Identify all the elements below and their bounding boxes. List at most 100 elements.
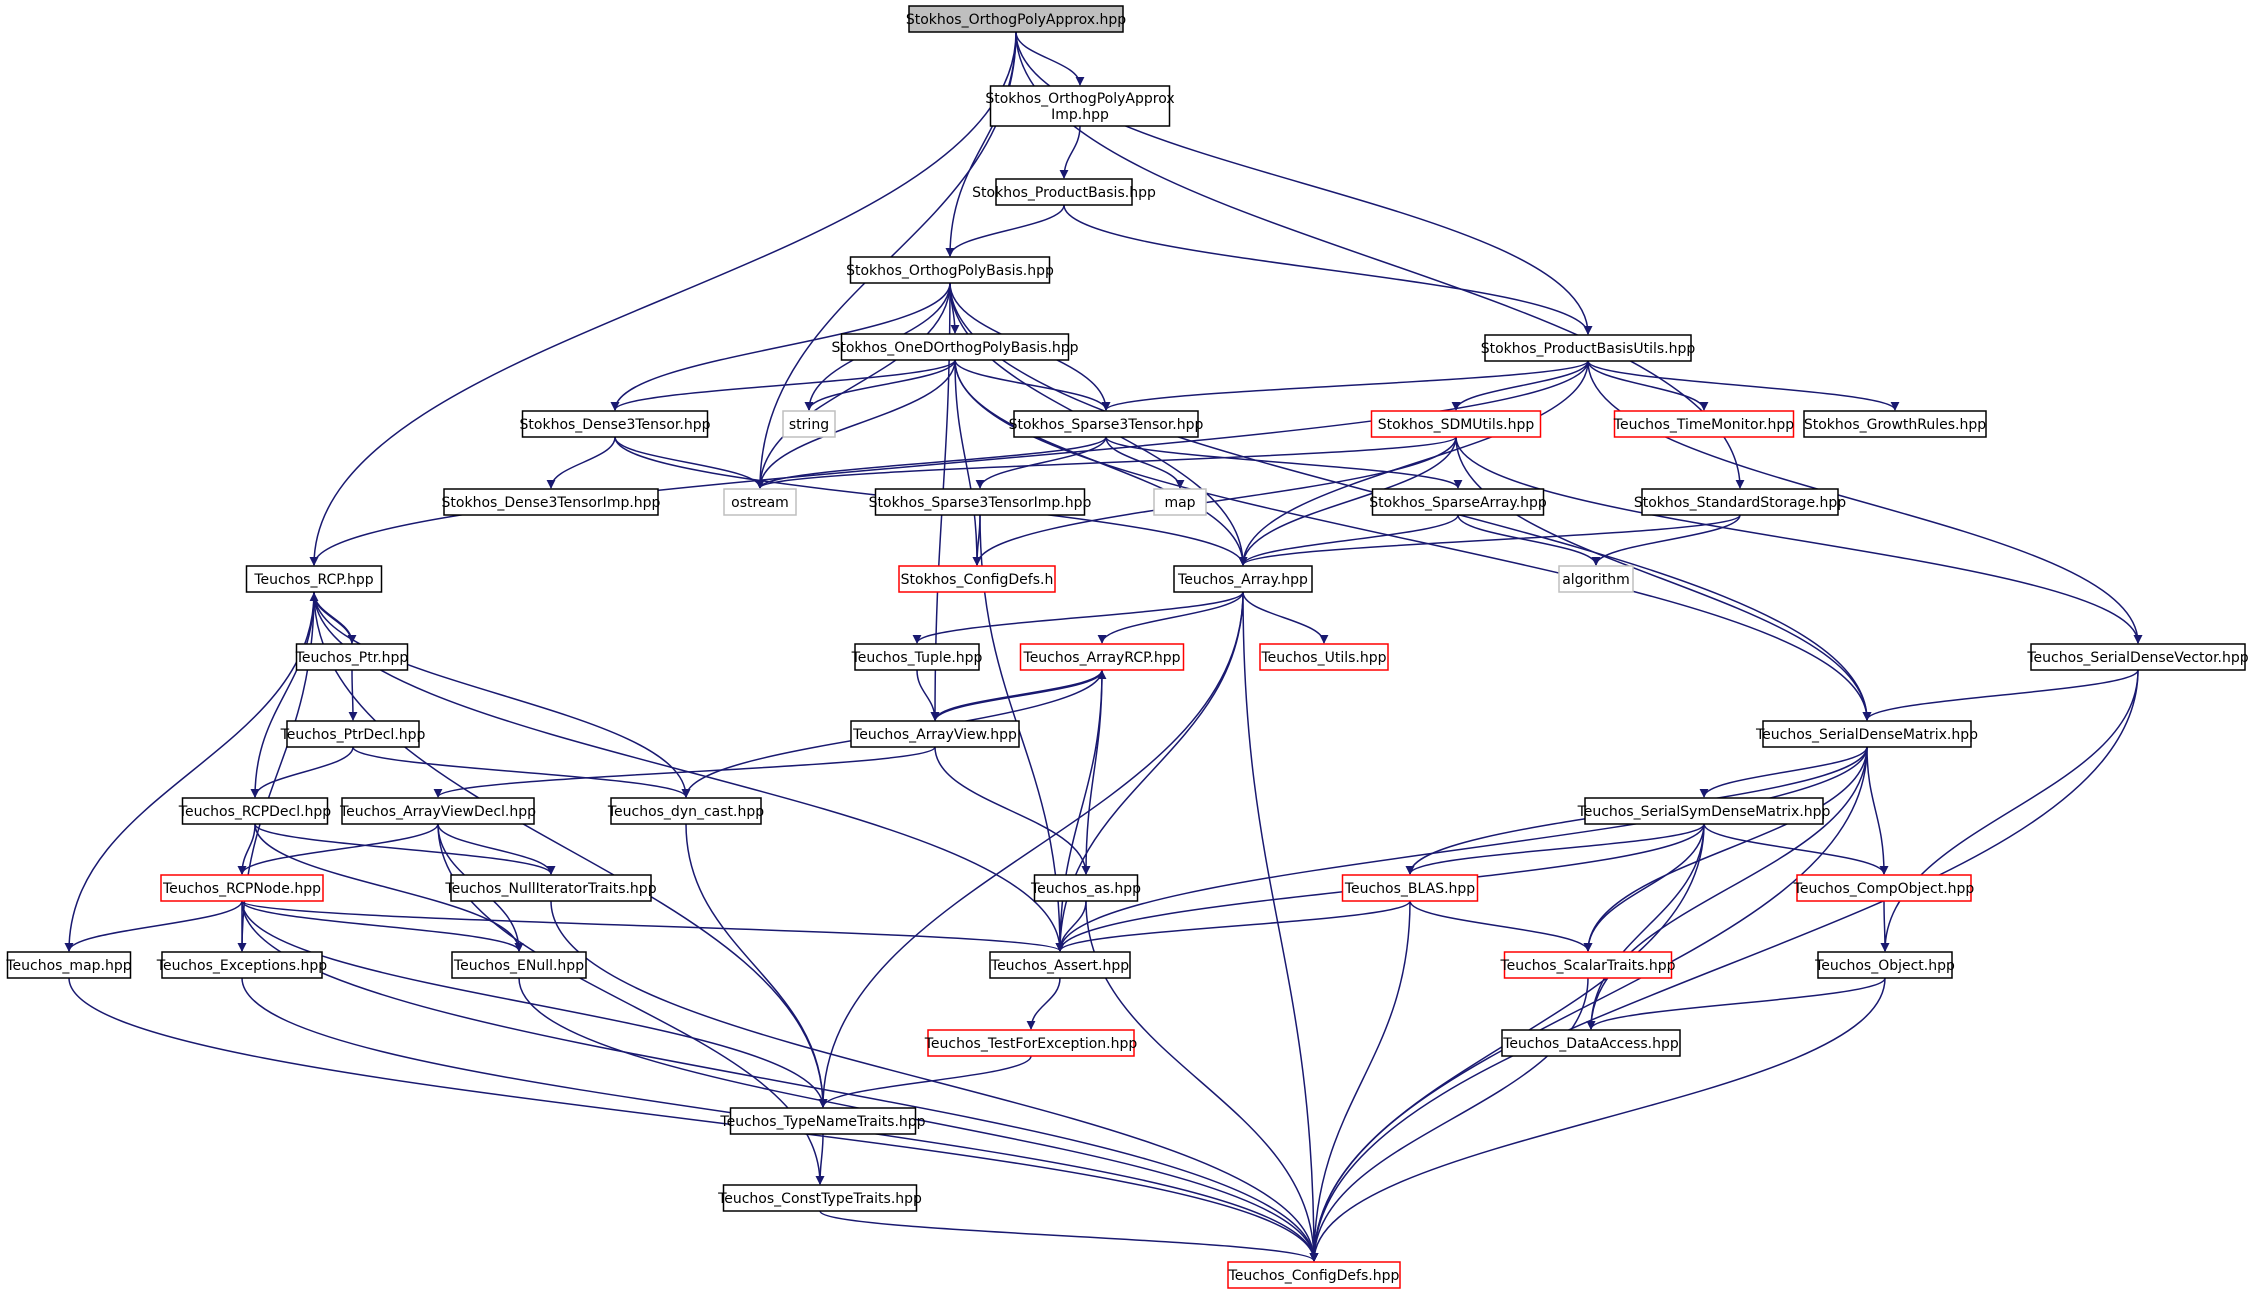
edge-oned-to-sparse3 — [954, 359, 1111, 411]
node-arrayrcp[interactable]: Teuchos_ArrayRCP.hpp — [1019, 643, 1185, 671]
node-assert[interactable]: Teuchos_Assert.hpp — [989, 951, 1131, 979]
edge-rcpdecl-to-enull — [254, 823, 524, 952]
edge-consttype-to-configdefs — [819, 1210, 1319, 1262]
node-label-tuple: Teuchos_Tuple.hpp — [851, 650, 983, 666]
node-tmap[interactable]: Teuchos_map.hpp — [5, 951, 132, 979]
node-sparse3[interactable]: Stokhos_Sparse3Tensor.hpp — [1009, 410, 1204, 438]
edge-root-to-orthobasis — [945, 31, 1017, 257]
edge-testexc-to-typename — [818, 1055, 1032, 1108]
node-as[interactable]: Teuchos_as.hpp — [1030, 874, 1141, 902]
node-utils[interactable]: Teuchos_Utils.hpp — [1259, 643, 1389, 671]
node-box-compobj — [1796, 874, 1972, 902]
node-configdefs_h[interactable]: Stokhos_ConfigDefs.h — [898, 565, 1056, 593]
node-label-array: Teuchos_Array.hpp — [1177, 572, 1308, 588]
node-dense3[interactable]: Stokhos_Dense3Tensor.hpp — [520, 410, 711, 438]
edge-rcpnode-to-enull — [241, 900, 524, 952]
node-label-assert: Teuchos_Assert.hpp — [990, 958, 1129, 974]
node-string[interactable]: string — [782, 410, 836, 438]
node-blas[interactable]: Teuchos_BLAS.hpp — [1341, 874, 1479, 902]
node-label-object: Teuchos_Object.hpp — [1814, 958, 1955, 974]
edge-sparse3-to-sparse3imp — [975, 436, 1107, 489]
node-consttype[interactable]: Teuchos_ConstTypeTraits.hpp — [717, 1184, 922, 1212]
node-nullit[interactable]: Teuchos_NullIteratorTraits.hpp — [444, 874, 657, 902]
node-object[interactable]: Teuchos_Object.hpp — [1814, 951, 1955, 979]
node-label-configdefs_h: Stokhos_ConfigDefs.h — [901, 572, 1054, 588]
node-exceptions[interactable]: Teuchos_Exceptions.hpp — [156, 951, 327, 979]
node-ostream[interactable]: ostream — [723, 488, 797, 516]
node-algorithm[interactable]: algorithm — [1558, 565, 1634, 593]
node-dyncast[interactable]: Teuchos_dyn_cast.hpp — [607, 797, 764, 825]
node-box-stdstorage — [1641, 488, 1839, 516]
edge-array-to-utils — [1242, 591, 1329, 644]
node-ptr[interactable]: Teuchos_Ptr.hpp — [295, 643, 409, 671]
node-enull[interactable]: Teuchos_ENull.hpp — [451, 951, 587, 979]
node-sparse3imp[interactable]: Stokhos_Sparse3TensorImp.hpp — [869, 488, 1092, 516]
node-label-sdv: Teuchos_SerialDenseVector.hpp — [2026, 650, 2248, 666]
node-timemon[interactable]: Teuchos_TimeMonitor.hpp — [1613, 410, 1795, 438]
node-label-dense3: Stokhos_Dense3Tensor.hpp — [520, 417, 711, 433]
edge-tmap-to-configdefs — [68, 977, 1319, 1262]
node-box-configdefs — [1227, 1261, 1401, 1289]
node-box-rcpnode — [160, 874, 324, 902]
node-rcpdecl[interactable]: Teuchos_RCPDecl.hpp — [178, 797, 332, 825]
node-scalartraits[interactable]: Teuchos_ScalarTraits.hpp — [1499, 951, 1676, 979]
node-box-rcpdecl — [181, 797, 329, 825]
node-box-configdefs_h — [898, 565, 1056, 593]
edge-arrayrcp-to-arrayview — [930, 669, 1103, 721]
node-dense3imp[interactable]: Stokhos_Dense3TensorImp.hpp — [442, 488, 661, 516]
node-box-timemon — [1613, 410, 1795, 438]
node-box-sdm — [1370, 410, 1542, 438]
edge-rcpnode-to-tmap — [64, 900, 243, 952]
node-label-typename: Teuchos_TypeNameTraits.hpp — [719, 1114, 925, 1130]
node-box-dyncast — [610, 797, 762, 825]
edge-arrayview-to-as — [934, 746, 1091, 875]
node-label-configdefs: Teuchos_ConfigDefs.hpp — [1228, 1268, 1400, 1284]
node-label-arrayview: Teuchos_ArrayView.hpp — [852, 727, 1017, 743]
node-avdecl[interactable]: Teuchos_ArrayViewDecl.hpp — [339, 797, 536, 825]
node-box-assert — [989, 951, 1131, 979]
edge-orthobasis-to-dense3 — [610, 282, 951, 411]
node-box-enull — [451, 951, 587, 979]
edge-scalartraits-to-configdefs — [1309, 977, 1589, 1262]
node-ssdm[interactable]: Teuchos_SerialSymDenseMatrix.hpp — [1577, 797, 1831, 825]
node-map[interactable]: map — [1153, 488, 1207, 516]
node-growth[interactable]: Stokhos_GrowthRules.hpp — [1803, 410, 1987, 438]
edge-ssdm-to-dataaccess — [1586, 823, 1705, 1030]
node-label-testexc: Teuchos_TestForException.hpp — [924, 1036, 1138, 1052]
node-stdstorage[interactable]: Stokhos_StandardStorage.hpp — [1634, 488, 1846, 516]
node-label-orthobasis: Stokhos_OrthogPolyBasis.hpp — [846, 263, 1054, 279]
node-rcp[interactable]: Teuchos_RCP.hpp — [245, 565, 383, 593]
node-rcpnode[interactable]: Teuchos_RCPNode.hpp — [160, 874, 324, 902]
node-typename[interactable]: Teuchos_TypeNameTraits.hpp — [719, 1107, 926, 1135]
node-box-sparse3 — [1013, 410, 1199, 438]
node-configdefs[interactable]: Teuchos_ConfigDefs.hpp — [1227, 1261, 1401, 1289]
edge-sdm-to-ostream — [755, 436, 1457, 489]
node-tuple[interactable]: Teuchos_Tuple.hpp — [851, 643, 983, 671]
node-prodbasis[interactable]: Stokhos_ProductBasis.hpp — [972, 178, 1156, 206]
node-box-scalartraits — [1503, 951, 1673, 979]
node-sparsearr[interactable]: Stokhos_SparseArray.hpp — [1369, 488, 1547, 516]
node-arrayview[interactable]: Teuchos_ArrayView.hpp — [850, 720, 1020, 748]
node-testexc[interactable]: Teuchos_TestForException.hpp — [924, 1029, 1138, 1057]
node-ptrdecl[interactable]: Teuchos_PtrDecl.hpp — [280, 720, 426, 748]
node-sdm_matrix[interactable]: Teuchos_SerialDenseMatrix.hpp — [1755, 720, 1978, 748]
node-oned[interactable]: Stokhos_OneDOrthogPolyBasis.hpp — [831, 333, 1079, 361]
node-label-rcpdecl: Teuchos_RCPDecl.hpp — [178, 804, 332, 820]
node-box-array — [1173, 565, 1313, 593]
edge-stdstorage-to-algorithm — [1591, 514, 1741, 566]
node-pbutils[interactable]: Stokhos_ProductBasisUtils.hpp — [1481, 334, 1696, 362]
edge-typename-to-consttype — [815, 1133, 825, 1185]
node-box-tuple — [854, 643, 980, 671]
node-root[interactable]: Stokhos_OrthogPolyApprox.hpp — [906, 5, 1126, 33]
node-sdv[interactable]: Teuchos_SerialDenseVector.hpp — [2026, 643, 2249, 671]
node-compobj[interactable]: Teuchos_CompObject.hpp — [1793, 874, 1975, 902]
node-sdm[interactable]: Stokhos_SDMUtils.hpp — [1370, 410, 1542, 438]
node-array[interactable]: Teuchos_Array.hpp — [1173, 565, 1313, 593]
node-label-tmap: Teuchos_map.hpp — [5, 958, 131, 974]
node-dataaccess[interactable]: Teuchos_DataAccess.hpp — [1501, 1029, 1681, 1057]
node-label-rcpnode: Teuchos_RCPNode.hpp — [162, 881, 321, 897]
node-box-oned — [840, 333, 1070, 361]
node-orthobasis[interactable]: Stokhos_OrthogPolyBasis.hpp — [846, 256, 1054, 284]
